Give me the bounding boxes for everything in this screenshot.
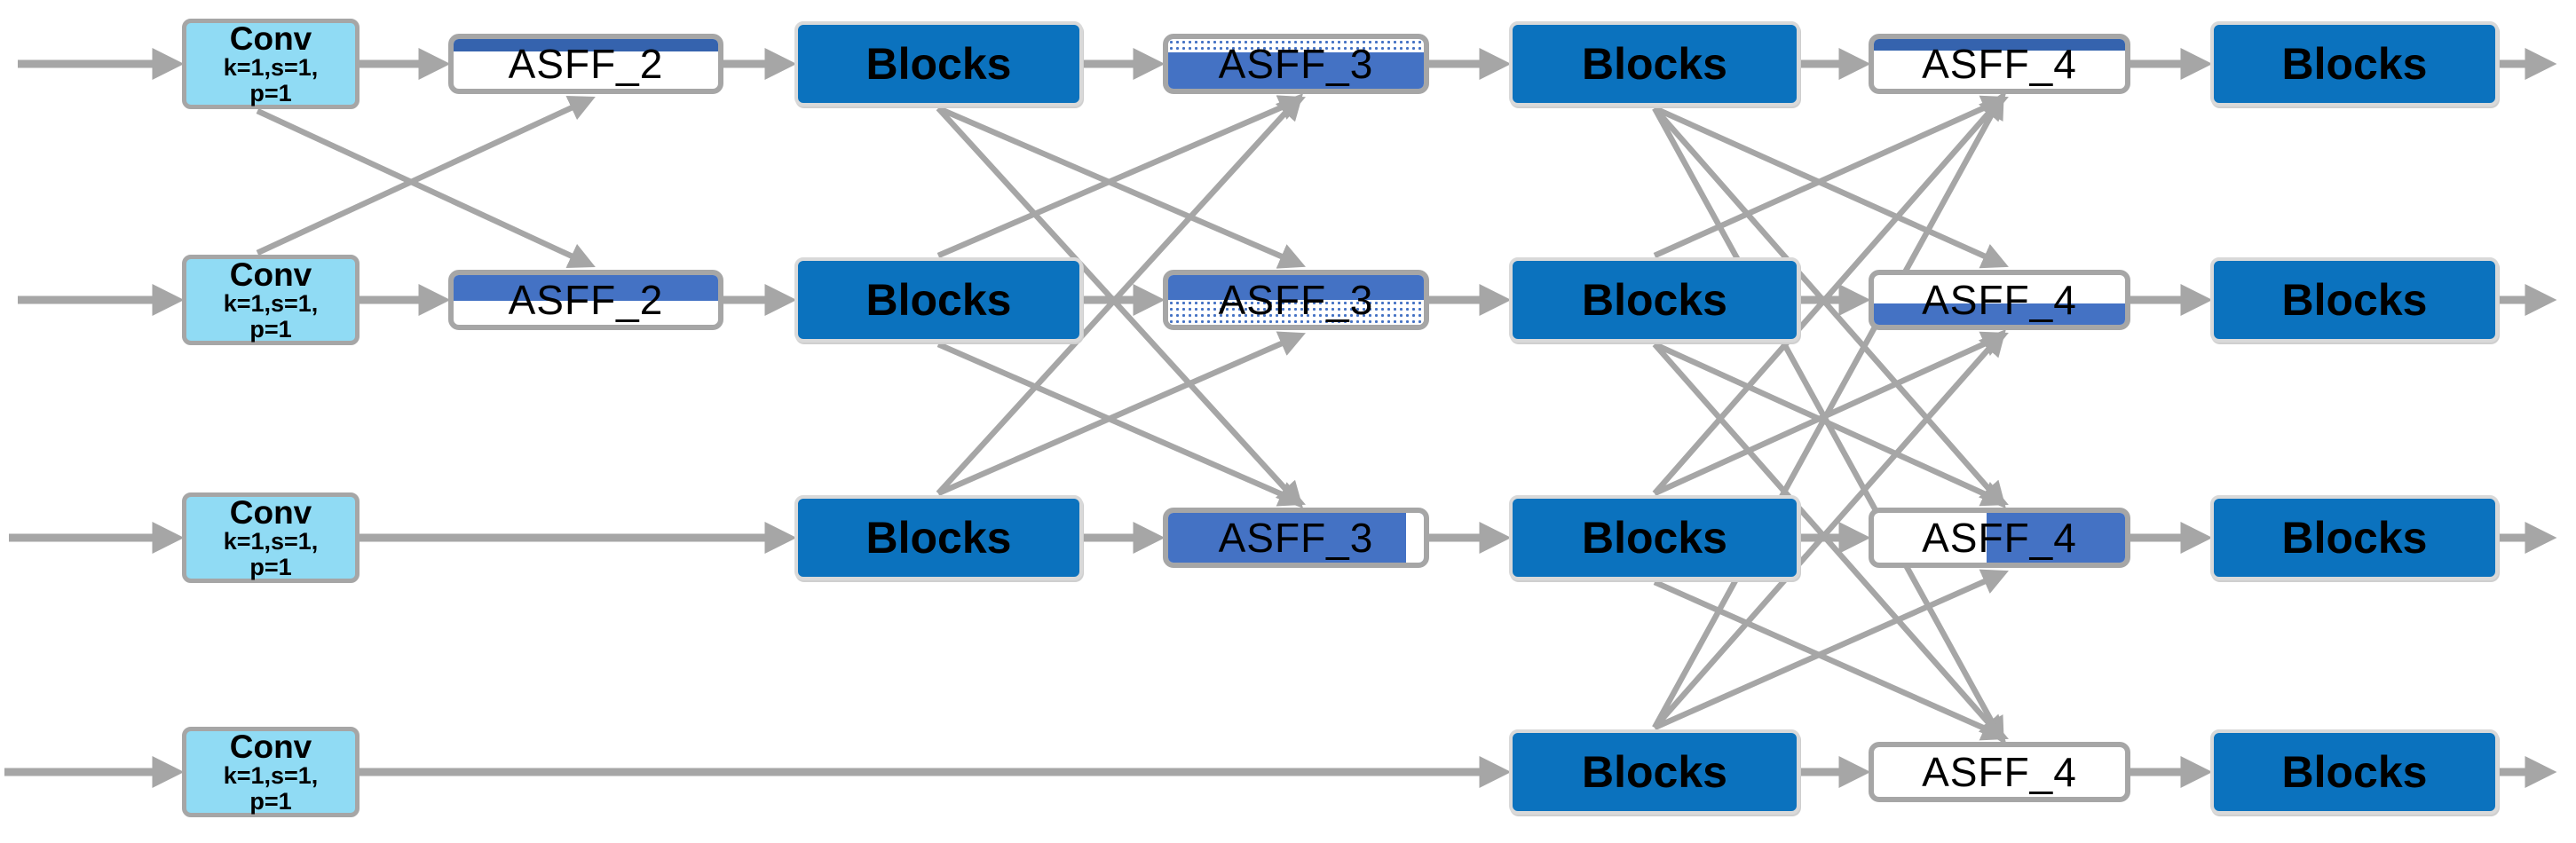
fusion-arrow [936, 106, 1304, 508]
node-blocks-c2-r2: Blocks [1509, 257, 1800, 343]
node-label: ASFF_2 [508, 277, 664, 323]
node-sublabel: p=1 [249, 553, 292, 580]
node-asff2-r1: ASFF_2 [448, 34, 723, 94]
fusion-arrow [936, 106, 1306, 269]
fusion-arrow [936, 95, 1306, 258]
node-asff4-r2: ASFF_4 [1869, 270, 2130, 330]
asff-weight-band [1168, 513, 1424, 563]
asff-weight-band [454, 275, 718, 302]
node-label: ASFF_4 [1922, 749, 2077, 795]
node-blocks-c1-r1: Blocks [794, 21, 1083, 106]
asff-weight-band [1987, 513, 2125, 563]
fusion-arrow [256, 95, 596, 256]
asff-weight-bands [454, 275, 718, 325]
node-label: Conv [229, 729, 312, 766]
node-label: Blocks [865, 39, 1012, 89]
node-sublabel: p=1 [249, 315, 292, 343]
node-label: ASFF_3 [1218, 41, 1374, 87]
node-blocks-c3-r4: Blocks [2210, 729, 2499, 815]
node-label: Blocks [865, 513, 1012, 563]
node-label: ASFF_3 [1218, 515, 1374, 561]
node-blocks-c3-r1: Blocks [2210, 21, 2499, 106]
fusion-arrow [1653, 95, 2009, 258]
node-label: Blocks [2281, 747, 2428, 797]
node-blocks-c3-r3: Blocks [2210, 495, 2499, 580]
fusion-arrow [256, 108, 596, 269]
node-asff3-r3: ASFF_3 [1163, 508, 1429, 568]
asff-weight-bands [1168, 39, 1424, 89]
node-label: Blocks [1582, 513, 1727, 563]
node-asff3-r2: ASFF_3 [1163, 270, 1429, 330]
asff-weight-bands [1168, 275, 1424, 325]
asff-weight-band [1168, 300, 1424, 325]
node-sublabel: k=1,s=1, [223, 290, 319, 318]
node-sublabel: k=1,s=1, [223, 528, 319, 555]
node-asff4-r3: ASFF_4 [1869, 508, 2130, 568]
asff-weight-band [1406, 513, 1424, 563]
node-label: Conv [229, 20, 312, 58]
asff-weight-bands [1168, 513, 1424, 563]
fusion-arrow [1652, 342, 2006, 743]
node-sublabel: p=1 [249, 787, 292, 815]
asff-weight-band [1168, 39, 1424, 52]
fusion-arrow [1652, 93, 2006, 496]
fusion-arrow [1652, 106, 2006, 508]
fusion-arrow [1653, 579, 2009, 741]
node-asff4-r1: ASFF_4 [1869, 34, 2130, 94]
fusion-arrow [1652, 91, 2004, 729]
node-label: Conv [229, 494, 312, 532]
node-blocks-c2-r1: Blocks [1509, 21, 1800, 106]
node-label: Blocks [865, 275, 1012, 325]
asff-weight-bands [1874, 275, 2125, 325]
node-label: Blocks [1582, 39, 1727, 89]
node-blocks-c3-r2: Blocks [2210, 257, 2499, 343]
node-label: ASFF_4 [1922, 41, 2077, 87]
asff-weight-band [1874, 39, 2125, 51]
fusion-arrow [1653, 342, 2009, 507]
node-sublabel: k=1,s=1, [223, 762, 319, 790]
node-blocks-c2-r3: Blocks [1509, 495, 1800, 580]
node-label: Blocks [2281, 39, 2428, 89]
fusion-arrow [1653, 106, 2009, 269]
node-label: Blocks [2281, 513, 2428, 563]
asff-weight-bands [1874, 39, 2125, 89]
fusion-arrow [936, 331, 1306, 496]
node-sublabel: p=1 [249, 79, 292, 106]
node-label: Blocks [2281, 275, 2428, 325]
node-label: Blocks [1582, 747, 1727, 797]
asff-weight-band [454, 39, 718, 51]
node-asff4-r4: ASFF_4 [1869, 742, 2130, 802]
node-label: ASFF_4 [1922, 515, 2077, 561]
node-blocks-c1-r3: Blocks [794, 495, 1083, 580]
node-blocks-c2-r4: Blocks [1509, 729, 1800, 815]
node-label: Conv [229, 256, 312, 294]
node-blocks-c1-r2: Blocks [794, 257, 1083, 343]
node-asff2-r2: ASFF_2 [448, 270, 723, 330]
asff-weight-bands [454, 39, 718, 89]
node-asff3-r1: ASFF_3 [1163, 34, 1429, 94]
node-label: ASFF_4 [1922, 277, 2077, 323]
node-sublabel: k=1,s=1, [223, 54, 319, 82]
asff-weight-band [1168, 275, 1424, 300]
fusion-arrow [1653, 569, 2009, 730]
node-label: Blocks [1582, 275, 1727, 325]
node-label: ASFF_3 [1218, 277, 1374, 323]
asff-weight-bands [1874, 513, 2125, 563]
fusion-arrow [1652, 329, 2006, 730]
asff-weight-band [1874, 303, 2125, 325]
fusion-arrow [936, 93, 1304, 496]
fusion-arrow [936, 342, 1306, 507]
node-label: ASFF_2 [508, 41, 664, 87]
